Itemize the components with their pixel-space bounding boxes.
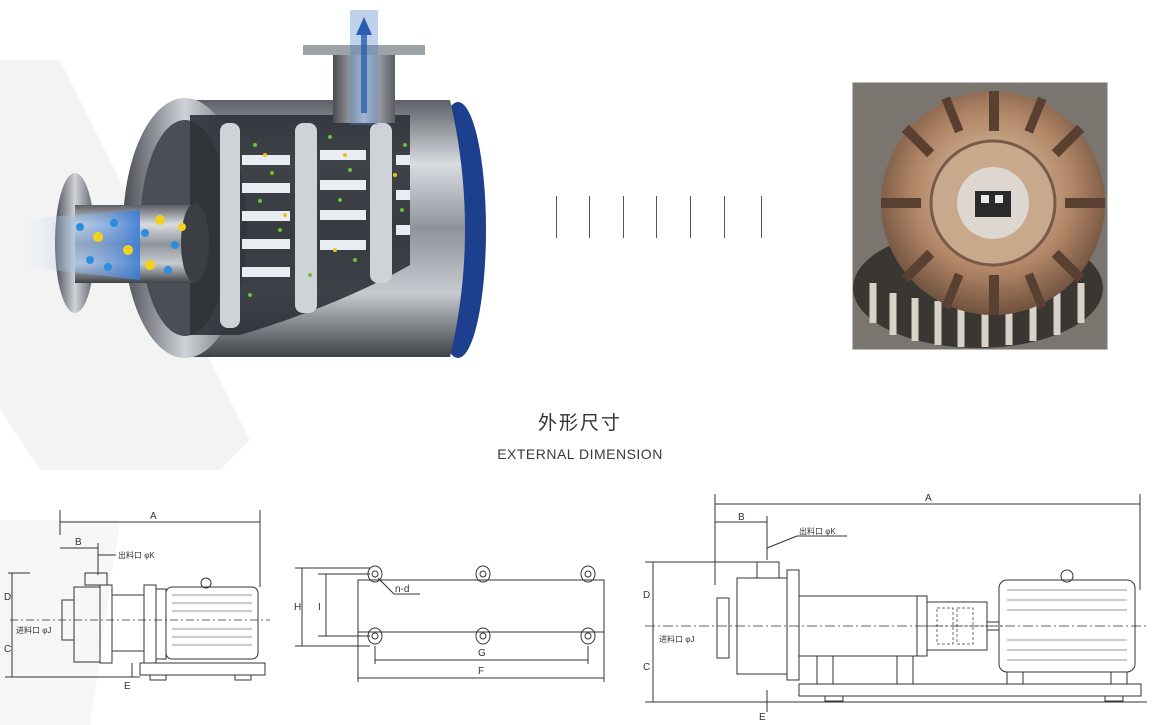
dim-e-large-label: E	[759, 712, 766, 722]
inlet-large-label: 进料口 φJ	[659, 634, 694, 644]
inlet-label: 进料口 φJ	[16, 625, 51, 635]
outlet-large-label: 出料口 φK	[799, 526, 836, 536]
dim-c-large-label: C	[643, 662, 650, 673]
drawing-small-mixer: A B 出料口 φK D C 进料口 φJ E	[4, 510, 270, 692]
drawing-base-plate: H I n-d G F	[294, 565, 605, 682]
dim-d-label: D	[4, 592, 11, 603]
dim-g-label: G	[478, 648, 486, 659]
separator-ticks	[556, 196, 768, 238]
mixer-cutaway-illustration	[10, 10, 486, 358]
dim-a-label: A	[150, 511, 157, 522]
dim-c-label: C	[4, 644, 11, 655]
heading-en: EXTERNAL DIMENSION	[497, 446, 663, 462]
dim-e-label: E	[124, 681, 131, 692]
dim-b-large-label: B	[738, 512, 745, 523]
dim-d-large-label: D	[643, 590, 650, 601]
dim-b-label: B	[75, 537, 82, 548]
dim-f-label: F	[478, 666, 484, 677]
drawing-large-mixer: A B 出料口 φK D C 进料口 φJ E	[643, 493, 1147, 722]
holes-label: n-d	[395, 584, 409, 595]
outlet-label: 出料口 φK	[118, 550, 155, 560]
rotor-stator-photo	[852, 82, 1108, 350]
dim-h-label: H	[294, 602, 301, 613]
dim-a-large-label: A	[925, 493, 932, 504]
dim-i-label: I	[318, 602, 321, 613]
heading-cn: 外形尺寸	[537, 412, 622, 434]
